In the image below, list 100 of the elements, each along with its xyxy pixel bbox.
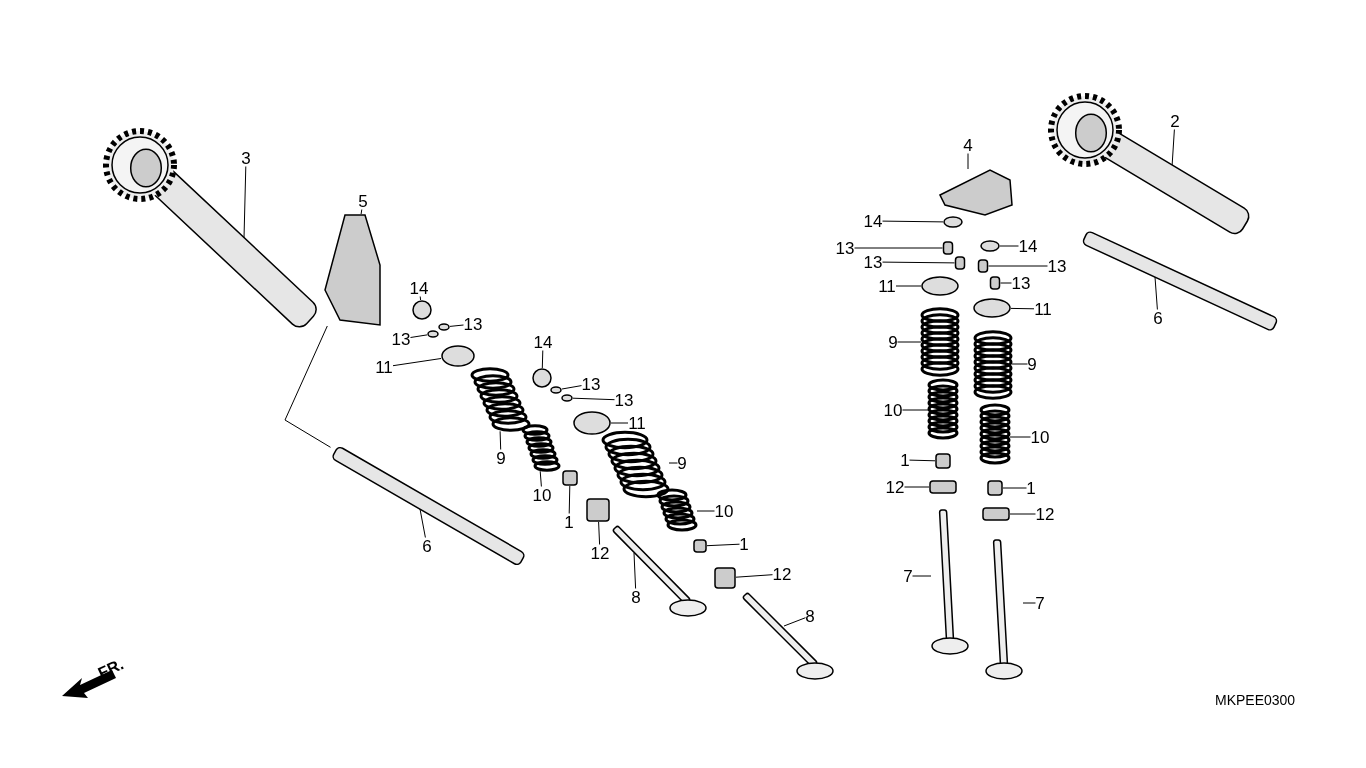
callout-number: 7	[1035, 594, 1045, 612]
keeper-piece	[942, 241, 954, 255]
leader-line	[1009, 436, 1031, 438]
callout-number: 3	[241, 149, 251, 167]
leader-line	[1009, 513, 1036, 515]
leader-line	[696, 510, 715, 512]
leader-line	[1022, 602, 1036, 604]
leader-line	[854, 247, 943, 249]
cap-piece	[532, 368, 552, 388]
leader-line	[1154, 276, 1158, 310]
callout-number: 6	[422, 537, 432, 555]
retainer-washer	[441, 345, 475, 367]
callout-number: 13	[391, 330, 411, 348]
leader-line	[419, 508, 426, 538]
leader-line	[909, 459, 936, 462]
callout-number: 13	[463, 315, 483, 333]
retainer-washer	[973, 298, 1011, 318]
leader-line	[1011, 363, 1028, 365]
leader-line	[360, 209, 363, 215]
valve-drawing	[611, 524, 707, 617]
leader-line	[668, 462, 678, 464]
callout-number: 12	[885, 478, 905, 496]
callout-number: 11	[375, 358, 393, 376]
leader-line	[902, 409, 929, 411]
leader-line	[988, 265, 1048, 267]
valve-drawing	[985, 539, 1023, 680]
callout-number: 9	[677, 454, 687, 472]
leader-line	[912, 575, 932, 577]
callout-number: 11	[878, 277, 896, 295]
callout-number: 11	[1034, 300, 1052, 318]
callout-number: 9	[1027, 355, 1037, 373]
callout-number: 5	[358, 192, 368, 210]
leader-line	[539, 470, 542, 487]
callout-number: 13	[863, 253, 883, 271]
callout-number: 9	[888, 333, 898, 351]
callout-number: 4	[963, 136, 973, 154]
leader-line	[904, 486, 930, 488]
keeper-piece	[438, 323, 450, 331]
coil-spring	[927, 378, 959, 440]
callout-number: 13	[581, 375, 601, 393]
leader-line	[410, 334, 428, 338]
leader-line	[568, 485, 571, 514]
coil-spring	[973, 330, 1013, 400]
leader-line	[882, 261, 955, 264]
callout-number: 11	[628, 414, 646, 432]
callout-number: 1	[1026, 479, 1036, 497]
callout-number: 13	[1047, 257, 1067, 275]
leader-line	[783, 617, 806, 627]
keeper-piece	[954, 256, 966, 270]
cap-piece	[412, 300, 432, 320]
leader-line	[882, 220, 944, 223]
coil-spring	[521, 424, 561, 472]
callout-number: 1	[564, 513, 574, 531]
seal-piece	[693, 539, 707, 553]
callout-number: 10	[1030, 428, 1050, 446]
leader-line	[598, 521, 601, 545]
leader-line	[541, 350, 544, 369]
callout-number: 7	[903, 567, 913, 585]
keeper-piece	[989, 276, 1001, 290]
callout-number: 10	[883, 401, 903, 419]
cap-piece	[980, 240, 1000, 252]
callout-number: 13	[1011, 274, 1031, 292]
leader-line	[1010, 307, 1035, 310]
seat-washer	[982, 507, 1010, 521]
leader-line	[1002, 487, 1027, 489]
seat-washer	[586, 498, 610, 522]
leader-line	[499, 430, 502, 450]
drawing-code: MKPEE0300	[1215, 692, 1296, 708]
leader-line	[610, 422, 629, 424]
cap-piece	[943, 216, 963, 228]
callout-number: 1	[739, 535, 749, 553]
callout-number: 9	[496, 449, 506, 467]
callout-number: 6	[1153, 309, 1163, 327]
callout-number: 12	[772, 565, 792, 583]
leader-line	[735, 574, 773, 578]
valve-drawing	[741, 591, 834, 680]
callout-number: 10	[714, 502, 734, 520]
retainer-washer	[573, 411, 611, 435]
seal-piece	[935, 453, 951, 469]
seat-washer	[929, 480, 957, 494]
leader-line	[561, 385, 582, 390]
leader-line	[572, 397, 615, 401]
callout-number: 12	[590, 544, 610, 562]
retainer-washer	[921, 276, 959, 296]
leader-line	[895, 285, 922, 287]
seat-washer	[714, 567, 736, 589]
callout-number: 2	[1170, 112, 1180, 130]
assembly-line	[284, 325, 331, 448]
coil-spring	[979, 403, 1011, 465]
callout-number: 13	[835, 239, 855, 257]
leader-line	[419, 296, 422, 301]
keeper-piece	[977, 259, 989, 273]
callout-number: 8	[805, 607, 815, 625]
leader-line	[449, 324, 464, 327]
leader-line	[967, 153, 969, 170]
keeper-piece	[427, 330, 439, 338]
coil-spring	[470, 367, 531, 432]
callout-number: 14	[1018, 237, 1038, 255]
coil-spring	[601, 430, 670, 499]
leader-line	[1000, 282, 1012, 284]
